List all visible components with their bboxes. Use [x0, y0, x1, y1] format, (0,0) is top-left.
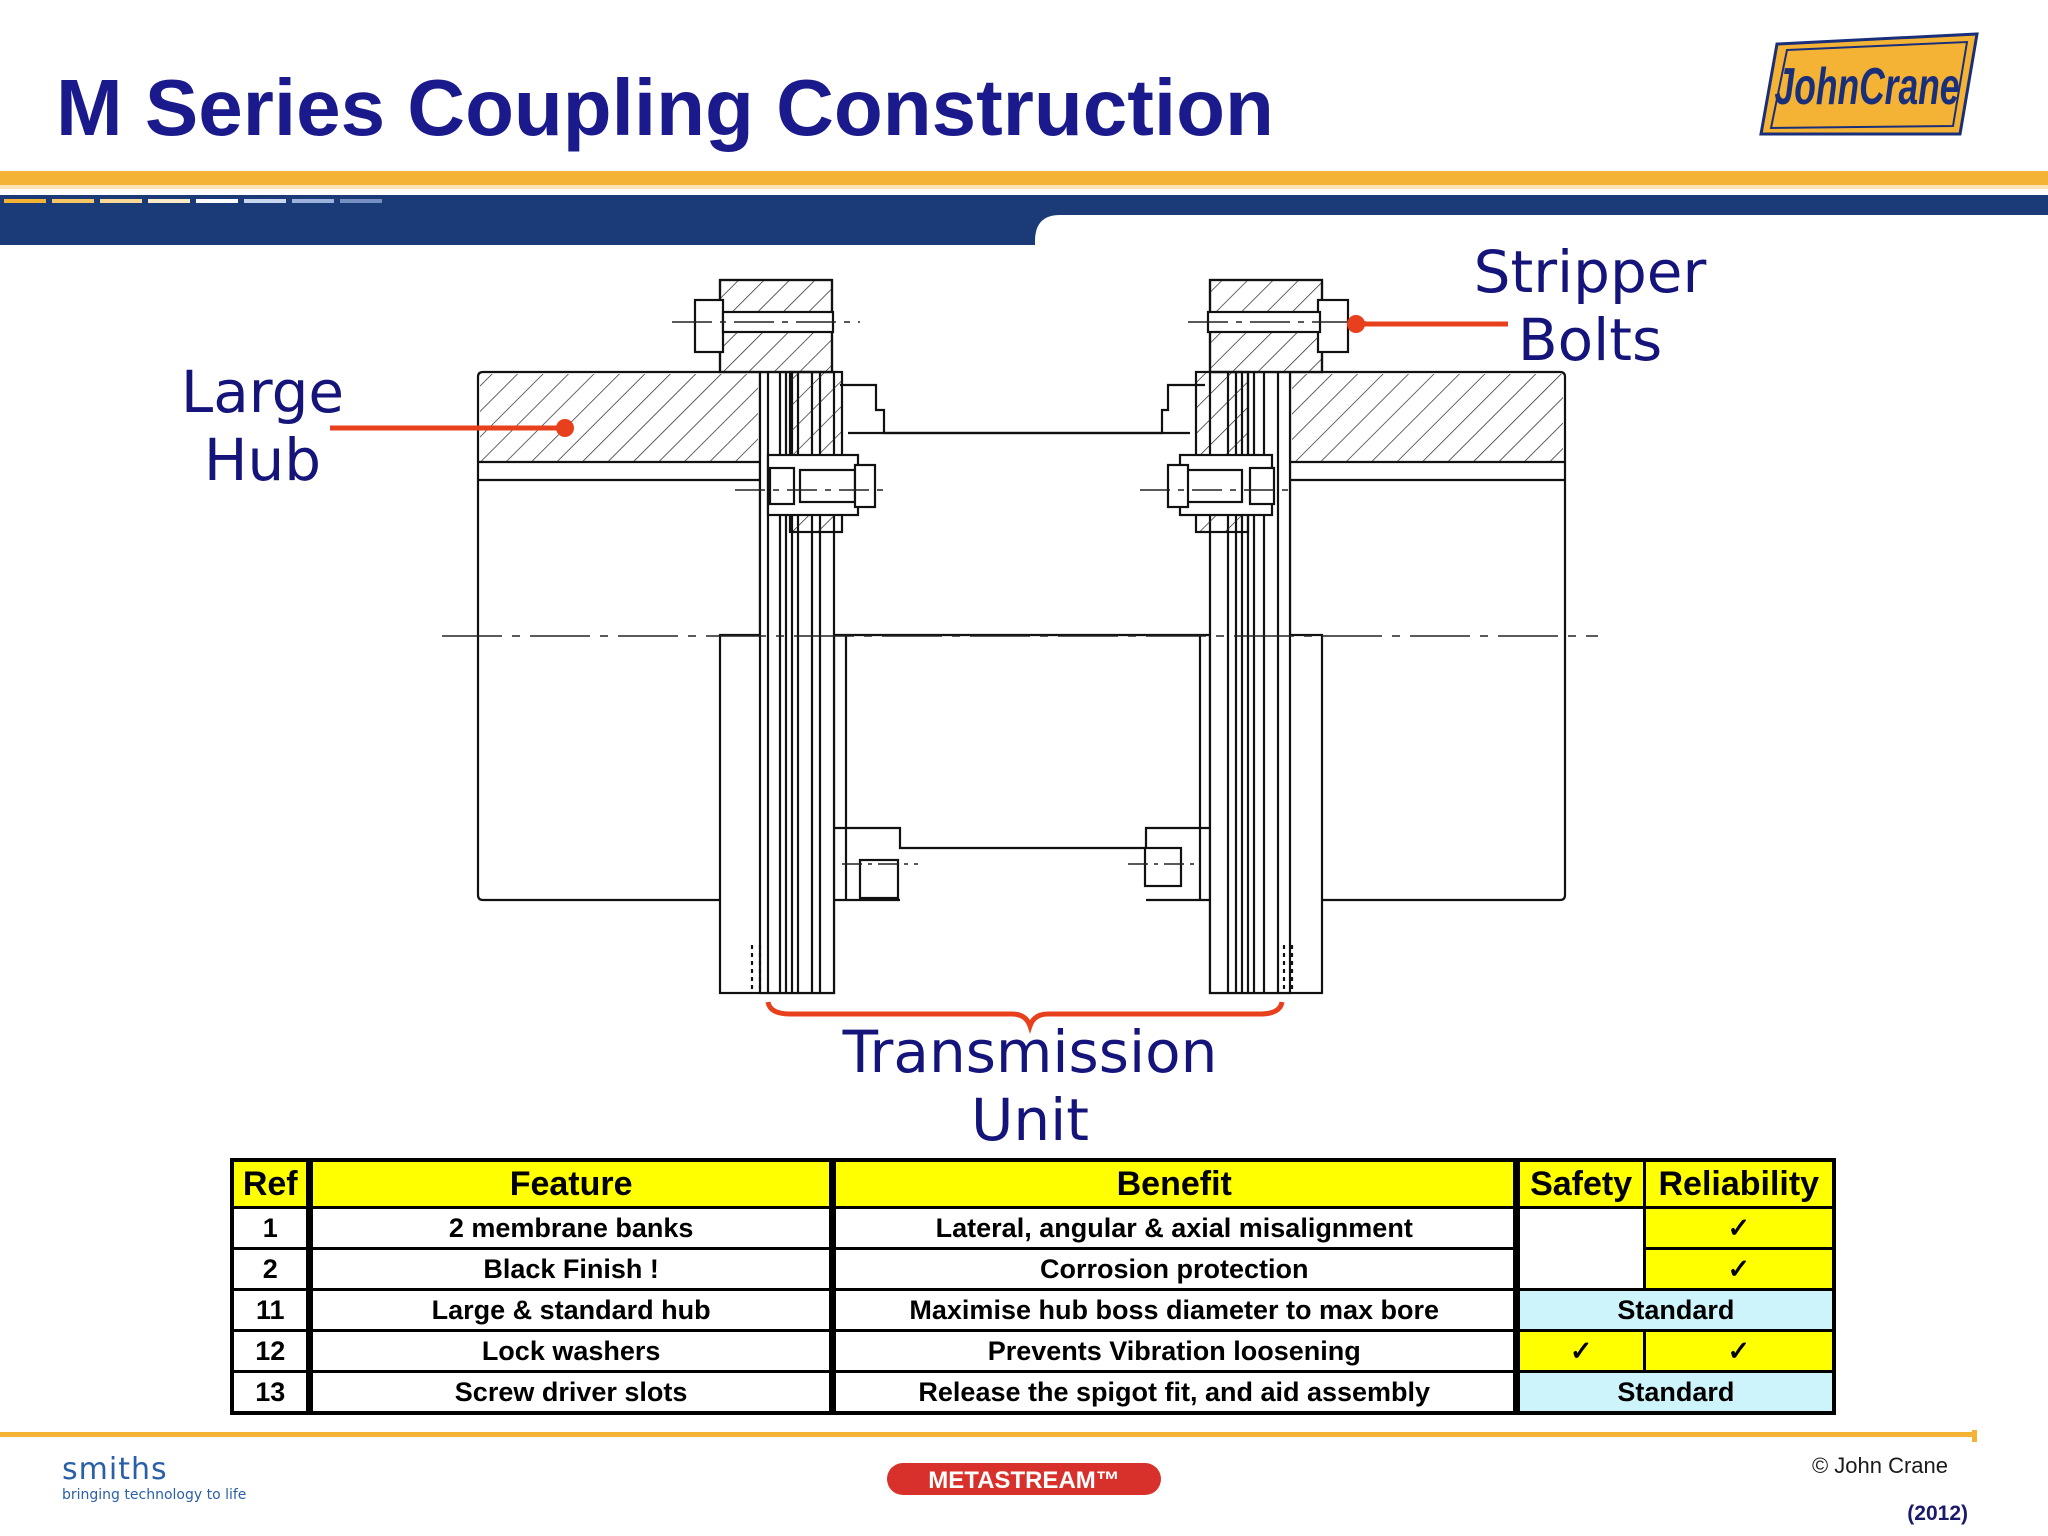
transmission-unit-label: Transmission Unit — [842, 1018, 1218, 1154]
cell-benefit: Corrosion protection — [828, 1247, 1518, 1291]
cell-ref: 1 — [230, 1206, 312, 1250]
feature-benefit-table: Ref Feature Benefit Safety Reliability 1… — [230, 1158, 1836, 1415]
slide-title: M Series Coupling Construction — [56, 63, 1274, 152]
table-row: 1 2 membrane banks Lateral, angular & ax… — [230, 1206, 1836, 1291]
cell-feature: Screw driver slots — [306, 1370, 834, 1415]
header-reliability: Reliability — [1642, 1158, 1836, 1209]
cell-benefit: Release the spigot fit, and aid assembly — [828, 1370, 1518, 1415]
cell-safety-empty — [1512, 1206, 1646, 1291]
callout-leaders — [330, 315, 1508, 1034]
header-ref: Ref — [230, 1158, 312, 1209]
cell-feature: 2 membrane banks — [306, 1206, 834, 1250]
year-text: (2012) — [1907, 1502, 1968, 1525]
table-row: 13 Screw driver slots Release the spigot… — [230, 1370, 1836, 1415]
cell-safety-check: ✓ — [1512, 1329, 1646, 1373]
header-safety: Safety — [1512, 1158, 1646, 1209]
footer-line — [0, 1430, 1977, 1442]
cell-ref: 11 — [230, 1288, 312, 1332]
cell-ref: 2 — [230, 1247, 312, 1291]
cell-reliability-check: ✓ — [1642, 1206, 1836, 1250]
cell-feature: Lock washers — [306, 1329, 834, 1373]
cell-standard: Standard — [1512, 1288, 1836, 1332]
cell-benefit: Prevents Vibration loosening — [828, 1329, 1518, 1373]
table-row: 12 Lock washers Prevents Vibration loose… — [230, 1329, 1836, 1373]
coupling-drawing — [330, 278, 1598, 1034]
copyright-text: © John Crane — [1811, 1453, 1948, 1478]
metastream-logo: METASTREAM™ — [887, 1463, 1161, 1495]
table-row: 2 Black Finish ! Corrosion protection ✓ — [230, 1247, 1836, 1291]
cell-benefit: Maximise hub boss diameter to max bore — [828, 1288, 1518, 1332]
header-band — [0, 171, 2048, 245]
cell-feature: Black Finish ! — [306, 1247, 834, 1291]
table-header-row: Ref Feature Benefit Safety Reliability — [230, 1158, 1836, 1209]
cell-reliability-check: ✓ — [1642, 1329, 1836, 1373]
stripper-bolts-label: Stripper Bolts — [1473, 238, 1707, 374]
logo-wordmark: JohnCrane — [1775, 58, 1960, 116]
metastream-wordmark: METASTREAM™ — [928, 1467, 1120, 1494]
smiths-logo: smiths — [62, 1452, 168, 1487]
cell-feature: Large & standard hub — [306, 1288, 834, 1332]
cell-benefit: Lateral, angular & axial misalignment — [828, 1206, 1518, 1250]
smiths-tagline: bringing technology to life — [62, 1487, 247, 1503]
cell-ref: 12 — [230, 1329, 312, 1373]
cell-ref: 13 — [230, 1370, 312, 1415]
header-benefit: Benefit — [828, 1158, 1518, 1209]
header-feature: Feature — [306, 1158, 834, 1209]
table-row: 11 Large & standard hub Maximise hub bos… — [230, 1288, 1836, 1332]
john-crane-logo: JohnCrane — [1759, 32, 1979, 136]
cell-standard: Standard — [1512, 1370, 1836, 1415]
cell-reliability-check: ✓ — [1642, 1247, 1836, 1291]
band-dashes — [4, 199, 382, 203]
large-hub-label: Large Hub — [180, 358, 345, 494]
